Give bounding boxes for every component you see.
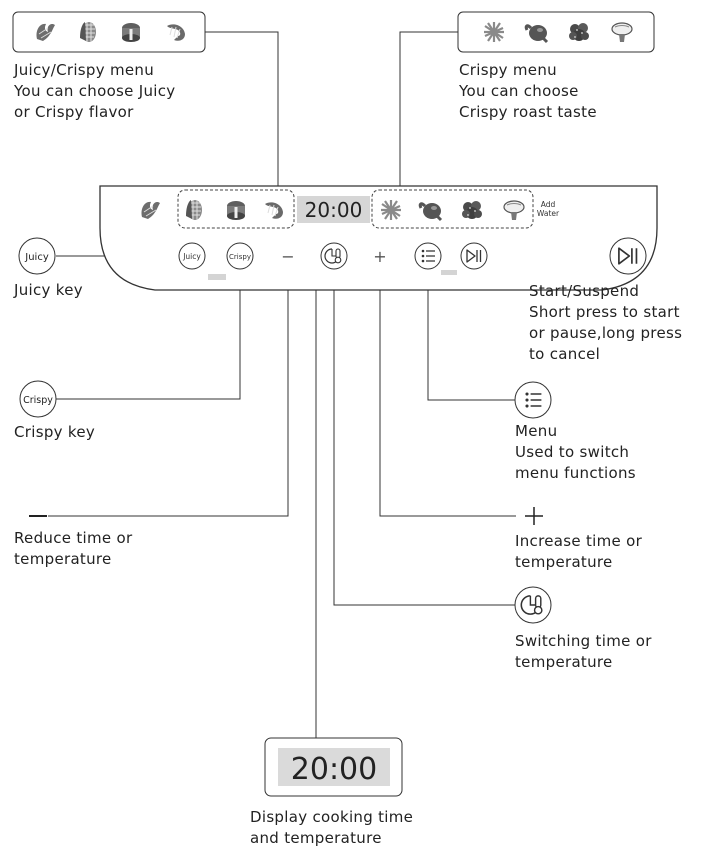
crispy-menu-line: Crispy roast taste bbox=[459, 103, 597, 121]
minus-button[interactable]: − bbox=[281, 247, 294, 266]
switch-time-temp-button[interactable] bbox=[320, 242, 348, 270]
switching-line: temperature bbox=[515, 653, 613, 671]
menu-description: Menu Used to switch menu functions bbox=[515, 421, 636, 484]
juicy-button[interactable]: Juicy bbox=[178, 242, 206, 270]
connector-reduce bbox=[48, 270, 289, 517]
crispy-button[interactable]: Crispy bbox=[226, 242, 254, 270]
juicy-key-description: Juicy key bbox=[14, 280, 83, 301]
crispy-key-description: Crispy key bbox=[14, 422, 95, 443]
plus-button[interactable]: + bbox=[373, 247, 386, 266]
start-suspend-line: Short press to start bbox=[529, 303, 680, 321]
connector-switching bbox=[333, 270, 516, 606]
crispy-menu-description: Crispy menu You can choose Crispy roast … bbox=[459, 60, 597, 123]
connector-crispy-key bbox=[56, 270, 241, 400]
reduce-description: Reduce time or temperature bbox=[14, 528, 132, 570]
start-suspend-line: Start/Suspend bbox=[529, 282, 640, 300]
broccoli-icon bbox=[569, 23, 589, 41]
display-line: Display cooking time bbox=[250, 808, 414, 826]
juicy-button-label: Juicy bbox=[182, 252, 201, 261]
display-callout-box: 20:00 bbox=[264, 737, 403, 797]
juicy-crispy-menu-line: or Crispy flavor bbox=[14, 103, 134, 121]
crispy-button-label: Crispy bbox=[229, 253, 251, 261]
start-suspend-button[interactable] bbox=[460, 242, 488, 270]
connector-lines bbox=[48, 31, 610, 738]
increase-line: Increase time or bbox=[515, 532, 643, 550]
increase-line: temperature bbox=[515, 553, 613, 571]
reduce-line: temperature bbox=[14, 550, 112, 568]
juicy-indicator-led bbox=[208, 274, 226, 280]
control-panel: 20:00 Add Water Juicy Crispy − + bbox=[99, 185, 658, 291]
panel-display-digits: 20:00 bbox=[305, 198, 363, 222]
menu-button[interactable] bbox=[414, 242, 442, 270]
display-line: and temperature bbox=[250, 829, 382, 847]
start-suspend-description: Start/Suspend Short press to start or pa… bbox=[529, 281, 682, 365]
menu-line: Menu bbox=[515, 422, 558, 440]
panel-outline bbox=[99, 185, 658, 291]
crispy-key-badge-label: Crispy bbox=[23, 395, 53, 406]
start-suspend-line: to cancel bbox=[529, 345, 601, 363]
juicy-crispy-menu-description: Juicy/Crispy menu You can choose Juicy o… bbox=[14, 60, 175, 123]
menu-indicator-led bbox=[441, 270, 457, 275]
connector-crispy-menu bbox=[399, 31, 458, 188]
juicy-crispy-menu-line: You can choose Juicy bbox=[14, 82, 176, 100]
add-water-label-line1: Add bbox=[541, 200, 556, 209]
crispy-key-badge: Crispy bbox=[19, 380, 57, 418]
juicy-key-line: Juicy key bbox=[14, 281, 83, 299]
crispy-group-frame bbox=[371, 189, 534, 229]
cake-icon bbox=[122, 23, 140, 42]
juicy-key-badge: Juicy bbox=[18, 237, 56, 275]
crispy-menu-line: Crispy menu bbox=[459, 61, 557, 79]
broccoli-icon bbox=[462, 201, 482, 219]
juicy-crispy-menu-line: Juicy/Crispy menu bbox=[14, 61, 155, 79]
connector-increase bbox=[379, 270, 516, 517]
display-callout-digits: 20:00 bbox=[291, 752, 377, 787]
juicy-crispy-menu-callout-box bbox=[12, 11, 206, 53]
switching-line: Switching time or bbox=[515, 632, 652, 650]
menu-line: Used to switch bbox=[515, 443, 630, 461]
crispy-menu-callout-box bbox=[457, 11, 655, 53]
start-suspend-badge bbox=[609, 237, 647, 275]
panel-display-bg bbox=[297, 196, 370, 223]
menu-list-icon bbox=[421, 249, 436, 263]
display-description: Display cooking time and temperature bbox=[250, 807, 413, 849]
plus-symbol-large bbox=[525, 507, 543, 525]
switching-badge bbox=[514, 586, 552, 624]
juicy-key-badge-label: Juicy bbox=[24, 252, 49, 263]
reduce-line: Reduce time or bbox=[14, 529, 133, 547]
crispy-key-line: Crispy key bbox=[14, 423, 96, 441]
increase-description: Increase time or temperature bbox=[515, 531, 642, 573]
add-water-label-line2: Water bbox=[537, 209, 560, 218]
connector-juicy-crispy-menu bbox=[205, 31, 279, 188]
switching-description: Switching time or temperature bbox=[515, 631, 652, 673]
cake-icon bbox=[227, 201, 245, 220]
menu-badge bbox=[514, 381, 552, 419]
connector-menu bbox=[427, 270, 516, 401]
menu-line: menu functions bbox=[515, 464, 636, 482]
start-suspend-line: or pause,long press bbox=[529, 324, 683, 342]
crispy-menu-line: You can choose bbox=[459, 82, 579, 100]
menu-list-icon bbox=[524, 391, 543, 409]
juicy-crispy-group-frame bbox=[177, 189, 295, 229]
